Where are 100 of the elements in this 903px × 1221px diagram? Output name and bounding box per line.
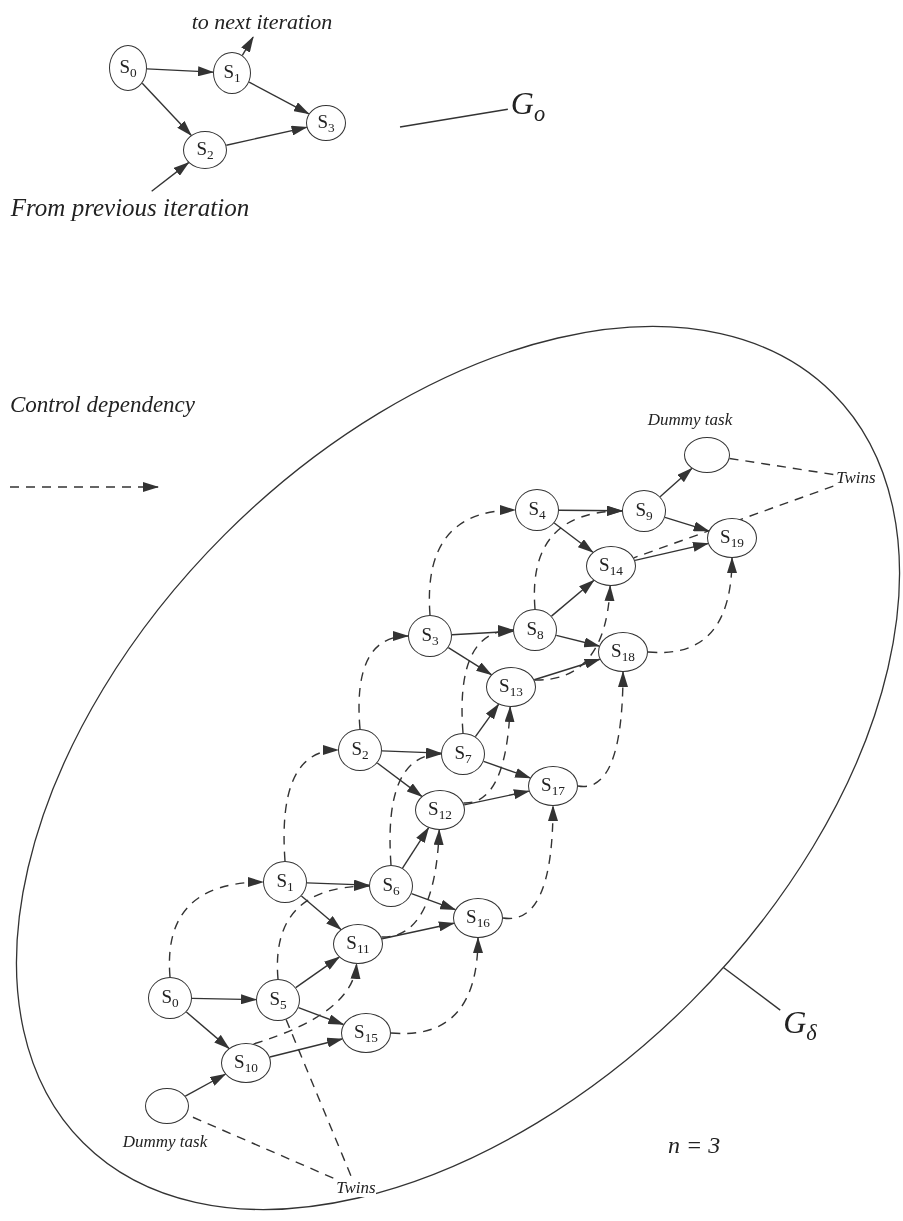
- task-label: S$_{15}$: [354, 1021, 378, 1045]
- arrow: [553, 522, 594, 553]
- task-label: S$_{19}$: [720, 526, 744, 550]
- task-label: S$_{5}$: [269, 988, 287, 1012]
- leader-line: [728, 457, 834, 476]
- task-node: [441, 733, 485, 775]
- arrow: [474, 703, 500, 738]
- arrow: [447, 646, 493, 676]
- task-node: [213, 52, 251, 94]
- dashed-arrow: [283, 746, 339, 862]
- arrow: [150, 161, 190, 192]
- arrow: [295, 956, 340, 989]
- leader-line: [633, 485, 834, 559]
- task-node: [486, 667, 536, 707]
- dummy-task-circle: [145, 1088, 189, 1124]
- task-label: S$_{0}$: [119, 56, 137, 80]
- task-label: S$_{16}$: [466, 906, 490, 930]
- dashed-arrow: [428, 505, 516, 616]
- arrow: [184, 1073, 227, 1097]
- node-caption: Dummy task: [122, 1132, 208, 1152]
- arrow: [191, 994, 257, 1005]
- arrow: [659, 467, 693, 498]
- arrow: [463, 789, 530, 806]
- task-node: [598, 632, 648, 672]
- arrow: [376, 762, 423, 798]
- arrow: [297, 1006, 345, 1026]
- task-label: S$_{9}$: [635, 499, 653, 523]
- node-caption: Dummy task: [647, 410, 733, 430]
- task-label: S$_{0}$: [161, 986, 179, 1010]
- task-label: S$_{8}$: [526, 618, 544, 642]
- task-node: [528, 766, 578, 806]
- task-node: [408, 615, 452, 657]
- arrow: [381, 921, 455, 940]
- dashed-arrow: [276, 881, 370, 980]
- dashed-arrow: [533, 585, 614, 681]
- arrow: [185, 1011, 230, 1050]
- task-label: S$_{14}$: [599, 554, 623, 578]
- task-node: [586, 546, 636, 586]
- arrow: [248, 81, 310, 115]
- task-label: S$_{2}$: [351, 738, 369, 762]
- task-label: S$_{17}$: [541, 774, 565, 798]
- dashed-arrow: [390, 937, 483, 1035]
- task-node: [263, 861, 307, 903]
- task-node: [453, 898, 503, 938]
- dashed-arrow: [461, 626, 514, 734]
- dashed-arrow: [389, 750, 442, 866]
- task-label: S$_{2}$: [196, 138, 214, 162]
- task-node: [338, 729, 382, 771]
- task-label: S$_{10}$: [234, 1051, 258, 1075]
- arrow: [550, 579, 595, 617]
- task-node: [183, 131, 227, 169]
- task-node: [256, 979, 300, 1021]
- task-node: [622, 490, 666, 532]
- arrow: [146, 66, 214, 77]
- leader-line: [399, 108, 509, 128]
- leader-line: [285, 1018, 352, 1177]
- task-label: S$_{6}$: [382, 874, 400, 898]
- arrow: [241, 36, 254, 57]
- dashed-arrow: [462, 706, 515, 804]
- arrow: [533, 658, 601, 681]
- arrow: [269, 1037, 344, 1058]
- task-node: [148, 977, 192, 1019]
- task-node: [333, 924, 383, 964]
- arrow: [300, 895, 342, 931]
- task-label: S$_{7}$: [454, 742, 472, 766]
- task-node: [221, 1043, 271, 1083]
- dashed-arrow: [647, 557, 737, 654]
- task-label: S$_{4}$: [528, 498, 546, 522]
- task-label: S$_{3}$: [421, 624, 439, 648]
- task-label: S$_{11}$: [346, 932, 370, 956]
- task-node: [306, 105, 346, 141]
- dashed-arrow: [358, 632, 409, 730]
- task-label: S$_{13}$: [499, 675, 523, 699]
- arrow: [225, 125, 308, 146]
- arrow: [555, 634, 601, 648]
- task-node: [341, 1013, 391, 1053]
- task-label: S$_{12}$: [428, 798, 452, 822]
- legend-text: Control dependency: [10, 392, 195, 418]
- dashed-arrow: [577, 671, 628, 788]
- arrow: [141, 82, 192, 136]
- arrow: [634, 542, 709, 562]
- task-label: S$_{1}$: [276, 870, 294, 894]
- task-node: [515, 489, 559, 531]
- dummy-task-circle: [684, 437, 730, 473]
- arrow: [401, 826, 430, 869]
- task-label: S$_{1}$: [223, 61, 241, 85]
- dashed-arrow: [502, 805, 558, 920]
- task-label: S$_{18}$: [611, 640, 635, 664]
- note-text: n = 3: [668, 1132, 721, 1159]
- task-node: [369, 865, 413, 907]
- task-node: [415, 790, 465, 830]
- dashed-arrow: [168, 877, 264, 978]
- arrow: [664, 516, 710, 532]
- dashed-arrow: [533, 506, 623, 610]
- dashed-arrow: [252, 963, 360, 1045]
- task-node: [513, 609, 557, 651]
- task-node: [707, 518, 757, 558]
- task-label: S$_{3}$: [317, 111, 335, 135]
- arrow: [482, 760, 532, 779]
- arrow: [410, 892, 457, 911]
